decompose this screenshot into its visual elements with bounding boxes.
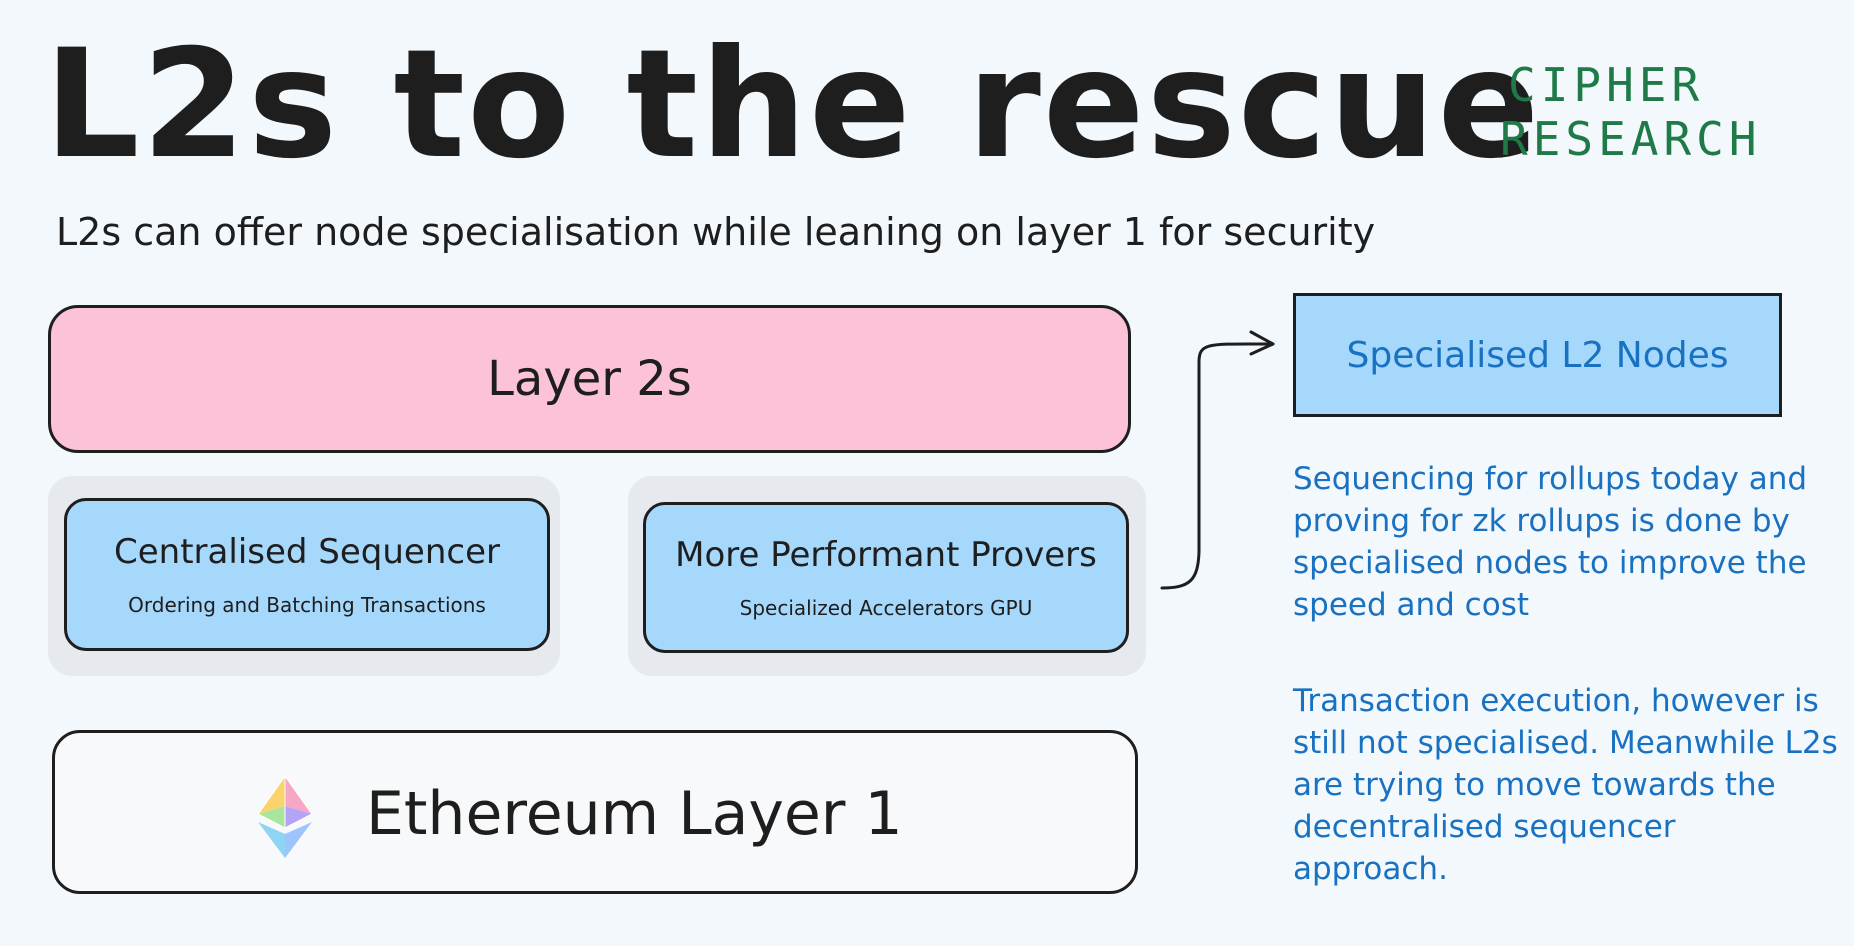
subtitle: L2s can offer node specialisation while … [56,210,1376,254]
note-sequencing: Sequencing for rollups today and proving… [1293,461,1808,623]
note-execution: Transaction execution, however is still … [1293,683,1838,887]
sequencer-label: Centralised Sequencer [114,532,500,573]
brand-line-1: CIPHER [1508,58,1705,112]
brand-logo: CIPHER RESEARCH [1500,58,1762,166]
layer2-label: Layer 2s [487,351,692,407]
page-title: L2s to the rescue [44,18,1542,192]
layer2-box: Layer 2s [48,305,1131,453]
ethereum-layer1-box [52,730,1138,894]
sequencer-sublabel: Ordering and Batching Transactions [128,592,486,617]
sequencer-box: Centralised Sequencer Ordering and Batch… [64,498,550,651]
provers-sublabel: Specialized Accelerators GPU [739,595,1033,620]
provers-box: More Performant Provers Specialized Acce… [643,502,1129,653]
specialised-l2-nodes-label: Specialised L2 Nodes [1346,334,1729,376]
connector-arrow [1160,330,1275,590]
provers-label: More Performant Provers [675,535,1097,576]
ethereum-layer1-label: Ethereum Layer 1 [366,779,903,849]
brand-line-2: RESEARCH [1500,112,1762,166]
ethereum-logo-icon [258,776,312,858]
specialised-l2-nodes-box: Specialised L2 Nodes [1293,293,1782,417]
